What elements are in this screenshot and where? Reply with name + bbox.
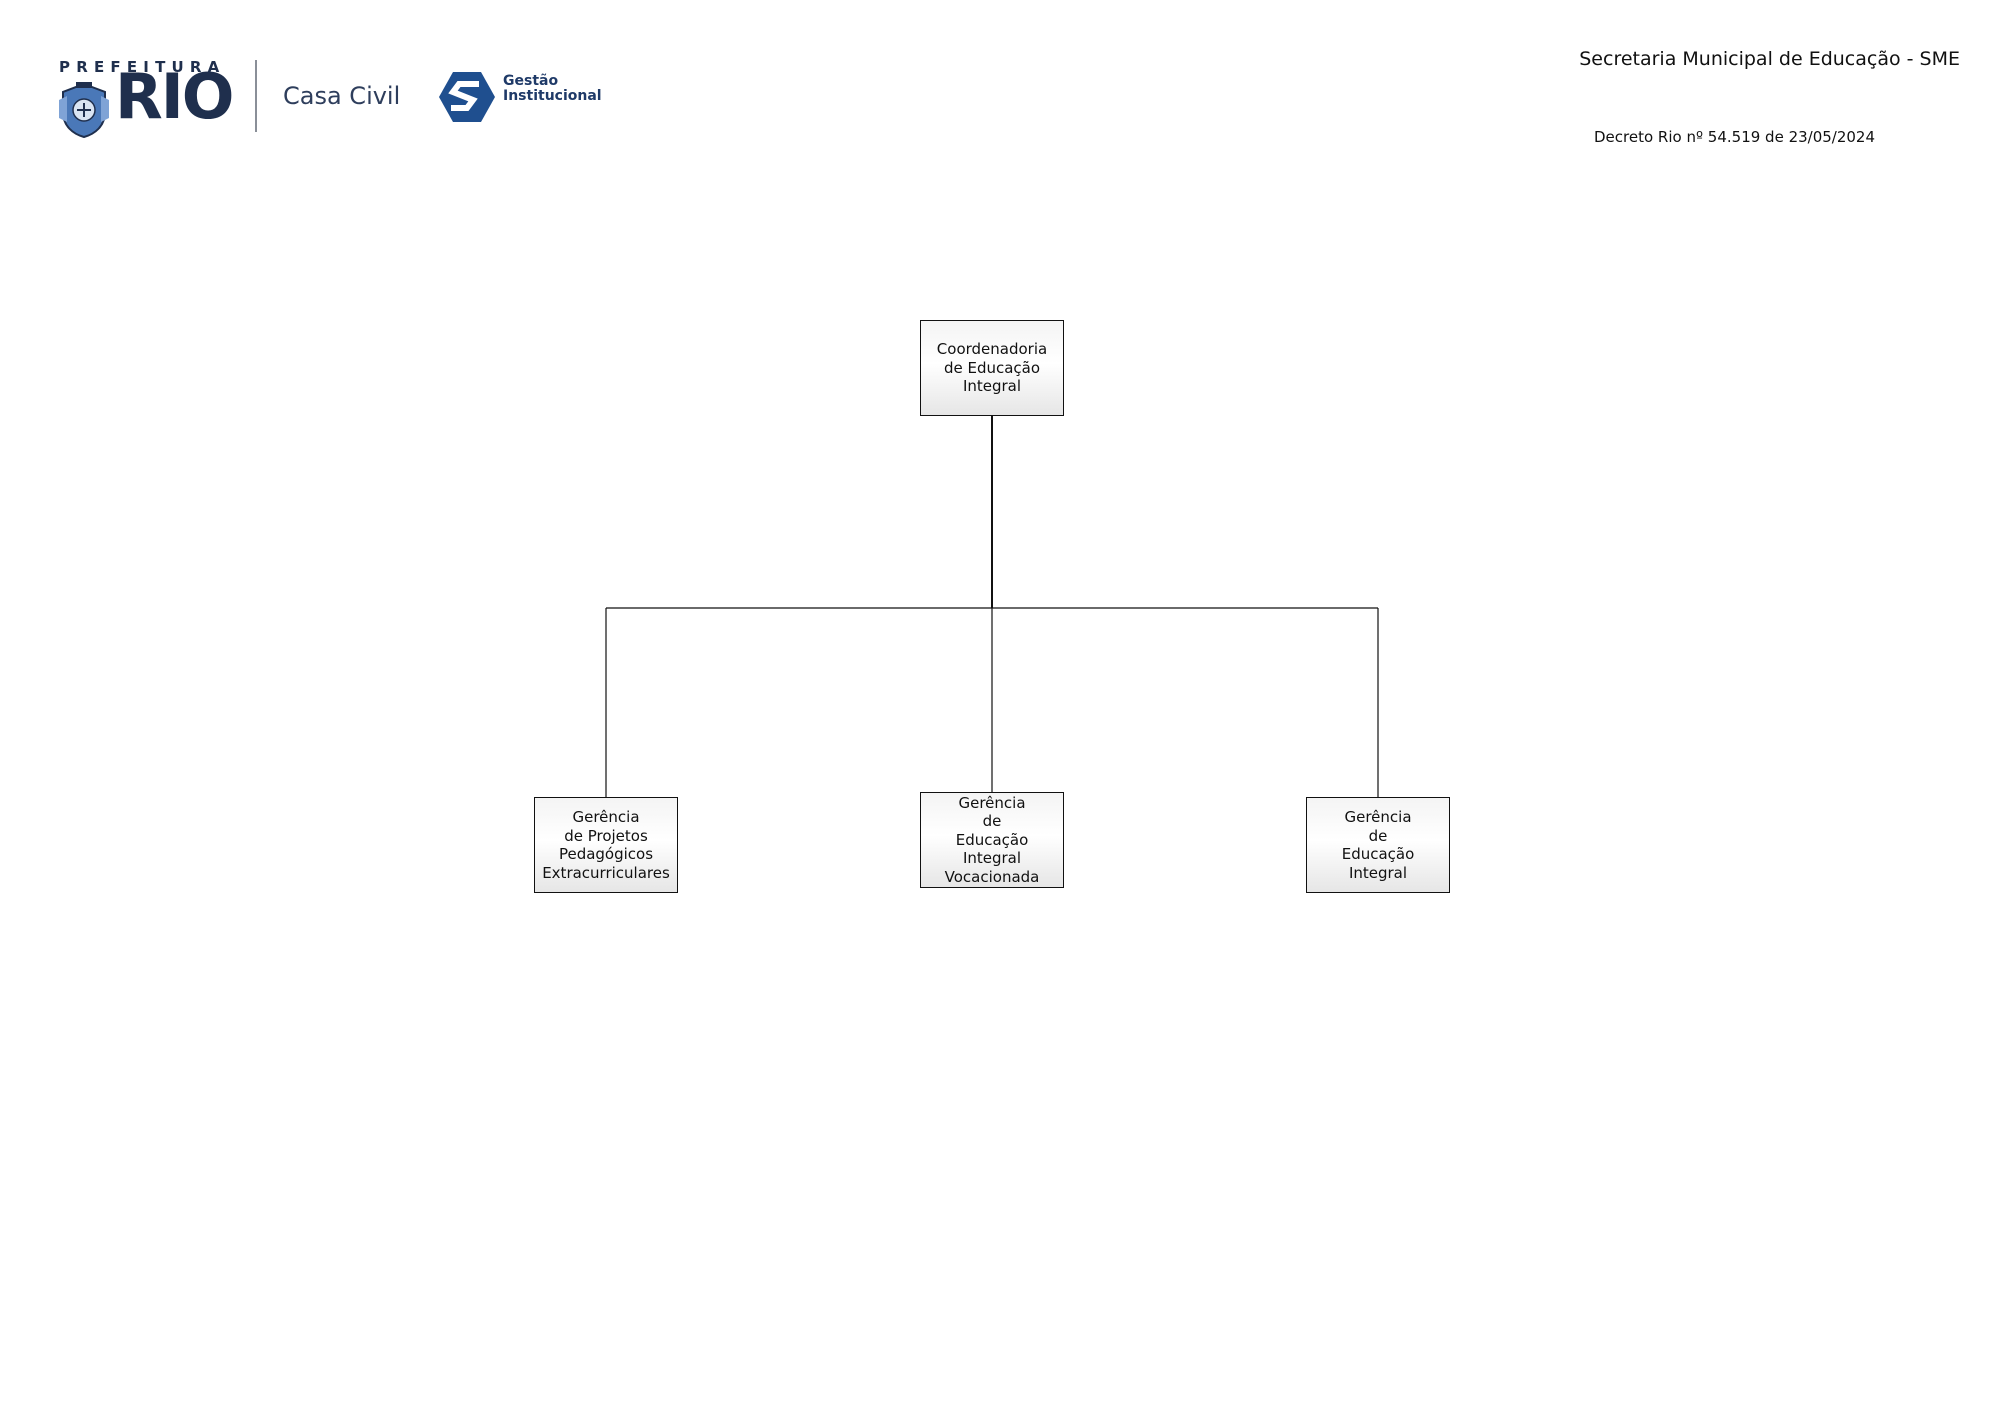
gestao-text: Gestão Institucional [503, 74, 602, 104]
decree-reference: Decreto Rio nº 54.519 de 23/05/2024 [1594, 128, 1876, 146]
header-logos: PREFEITURA RIO Casa Civil Gestão Institu… [55, 54, 615, 144]
org-node-root-label: Coordenadoria de Educação Integral [936, 340, 1048, 396]
org-node-child-2: Gerência de Educação Integral Vocacionad… [920, 792, 1064, 888]
page-title: Secretaria Municipal de Educação - SME [1579, 48, 1960, 70]
prefeitura-text: PREFEITURA [59, 58, 226, 76]
rio-text: RIO [115, 60, 235, 133]
org-node-child-3-label: Gerência de Educação Integral [1341, 808, 1415, 882]
logo-divider [255, 60, 257, 132]
casa-civil-text: Casa Civil [283, 82, 401, 110]
gestao-line-1: Gestão [503, 73, 559, 89]
org-node-child-1-label: Gerência de Projetos Pedagógicos Extracu… [542, 808, 670, 882]
org-node-child-3: Gerência de Educação Integral [1306, 797, 1450, 893]
org-node-root: Coordenadoria de Educação Integral [920, 320, 1064, 416]
org-node-child-2-label: Gerência de Educação Integral Vocacionad… [944, 793, 1040, 886]
org-node-child-1: Gerência de Projetos Pedagógicos Extracu… [534, 797, 678, 893]
gestao-institucional-icon [439, 72, 495, 122]
gestao-line-2: Institucional [503, 88, 602, 104]
rio-coat-of-arms-icon [59, 82, 109, 138]
